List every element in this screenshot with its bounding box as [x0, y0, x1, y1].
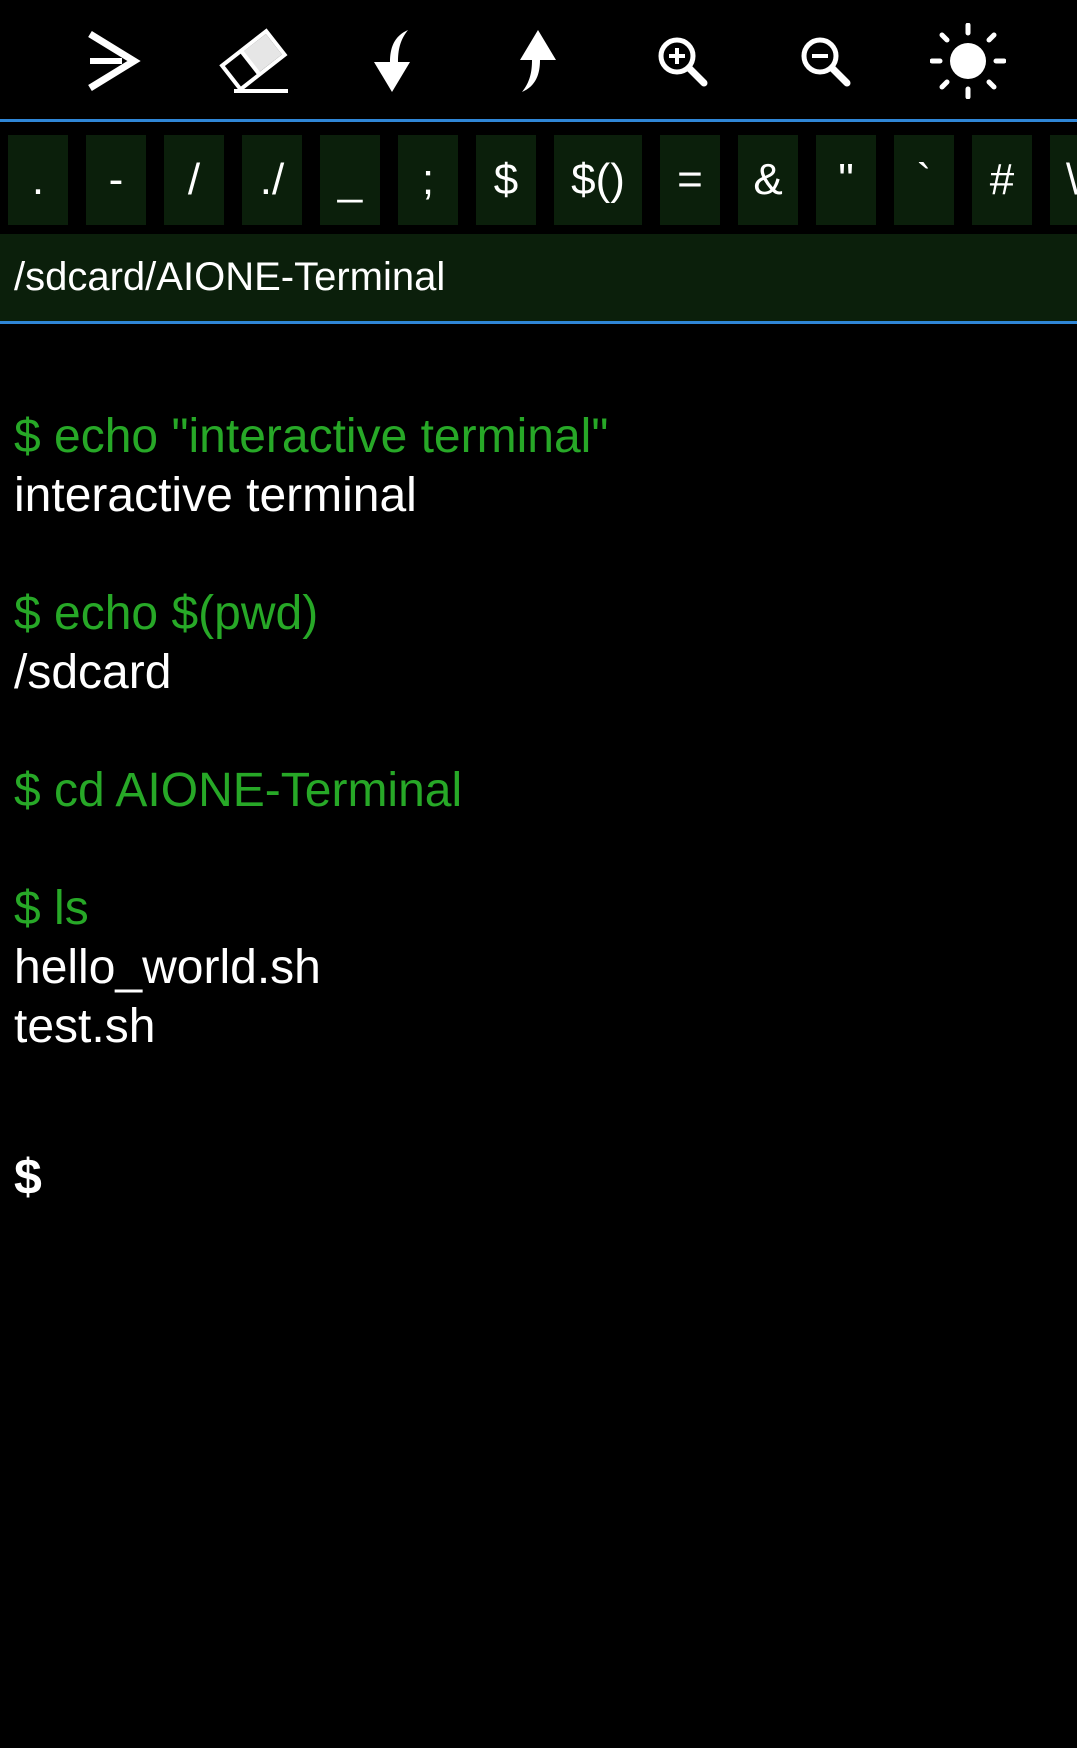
- scroll-down-button[interactable]: [342, 18, 442, 104]
- eraser-icon: [219, 28, 288, 93]
- zoom-out-button[interactable]: [775, 18, 875, 104]
- send-button[interactable]: [62, 18, 162, 104]
- key-subshell[interactable]: $(): [554, 135, 642, 225]
- zoom-in-button[interactable]: [632, 18, 732, 104]
- terminal-command-line: $ echo "interactive terminal": [14, 410, 609, 463]
- key-double-quote[interactable]: ": [816, 135, 876, 225]
- key-backtick[interactable]: `: [894, 135, 954, 225]
- arrow-down-icon: [374, 30, 410, 92]
- scroll-up-button[interactable]: [488, 18, 588, 104]
- key-equals[interactable]: =: [660, 135, 720, 225]
- zoom-in-icon: [658, 37, 708, 87]
- brightness-icon: [930, 23, 1006, 99]
- clear-button[interactable]: [204, 18, 304, 104]
- terminal-command-line: $ ls: [14, 882, 89, 935]
- terminal-output-line: hello_world.sh: [14, 941, 321, 994]
- brightness-button[interactable]: [918, 18, 1018, 104]
- current-path: /sdcard/AIONE-Terminal: [14, 255, 446, 299]
- key-slash[interactable]: /: [164, 135, 224, 225]
- key-hash[interactable]: #: [972, 135, 1032, 225]
- key-dot[interactable]: .: [8, 135, 68, 225]
- zoom-out-icon: [801, 37, 851, 87]
- key-backslash[interactable]: \: [1050, 135, 1077, 225]
- terminal-output-line: test.sh: [14, 1000, 156, 1053]
- key-semicolon[interactable]: ;: [398, 135, 458, 225]
- terminal-command-line: $ echo $(pwd): [14, 587, 319, 640]
- key-ampersand[interactable]: &: [738, 135, 798, 225]
- key-dollar[interactable]: $: [476, 135, 536, 225]
- terminal-output-line: /sdcard: [14, 646, 172, 699]
- terminal-command-line: $ cd AIONE-Terminal: [14, 764, 463, 817]
- top-toolbar: [0, 0, 1077, 122]
- terminal-output-line: interactive terminal: [14, 469, 417, 522]
- key-dash[interactable]: -: [86, 135, 146, 225]
- send-icon: [88, 31, 141, 91]
- arrow-up-icon: [520, 30, 556, 92]
- terminal-input-prompt[interactable]: $: [14, 1149, 42, 1205]
- special-keys-bar: . - / ./ _ ; $ $() = & " ` # \: [0, 122, 1077, 234]
- key-dot-slash[interactable]: ./: [242, 135, 302, 225]
- key-underscore[interactable]: _: [320, 135, 380, 225]
- current-path-bar: /sdcard/AIONE-Terminal: [0, 234, 1077, 324]
